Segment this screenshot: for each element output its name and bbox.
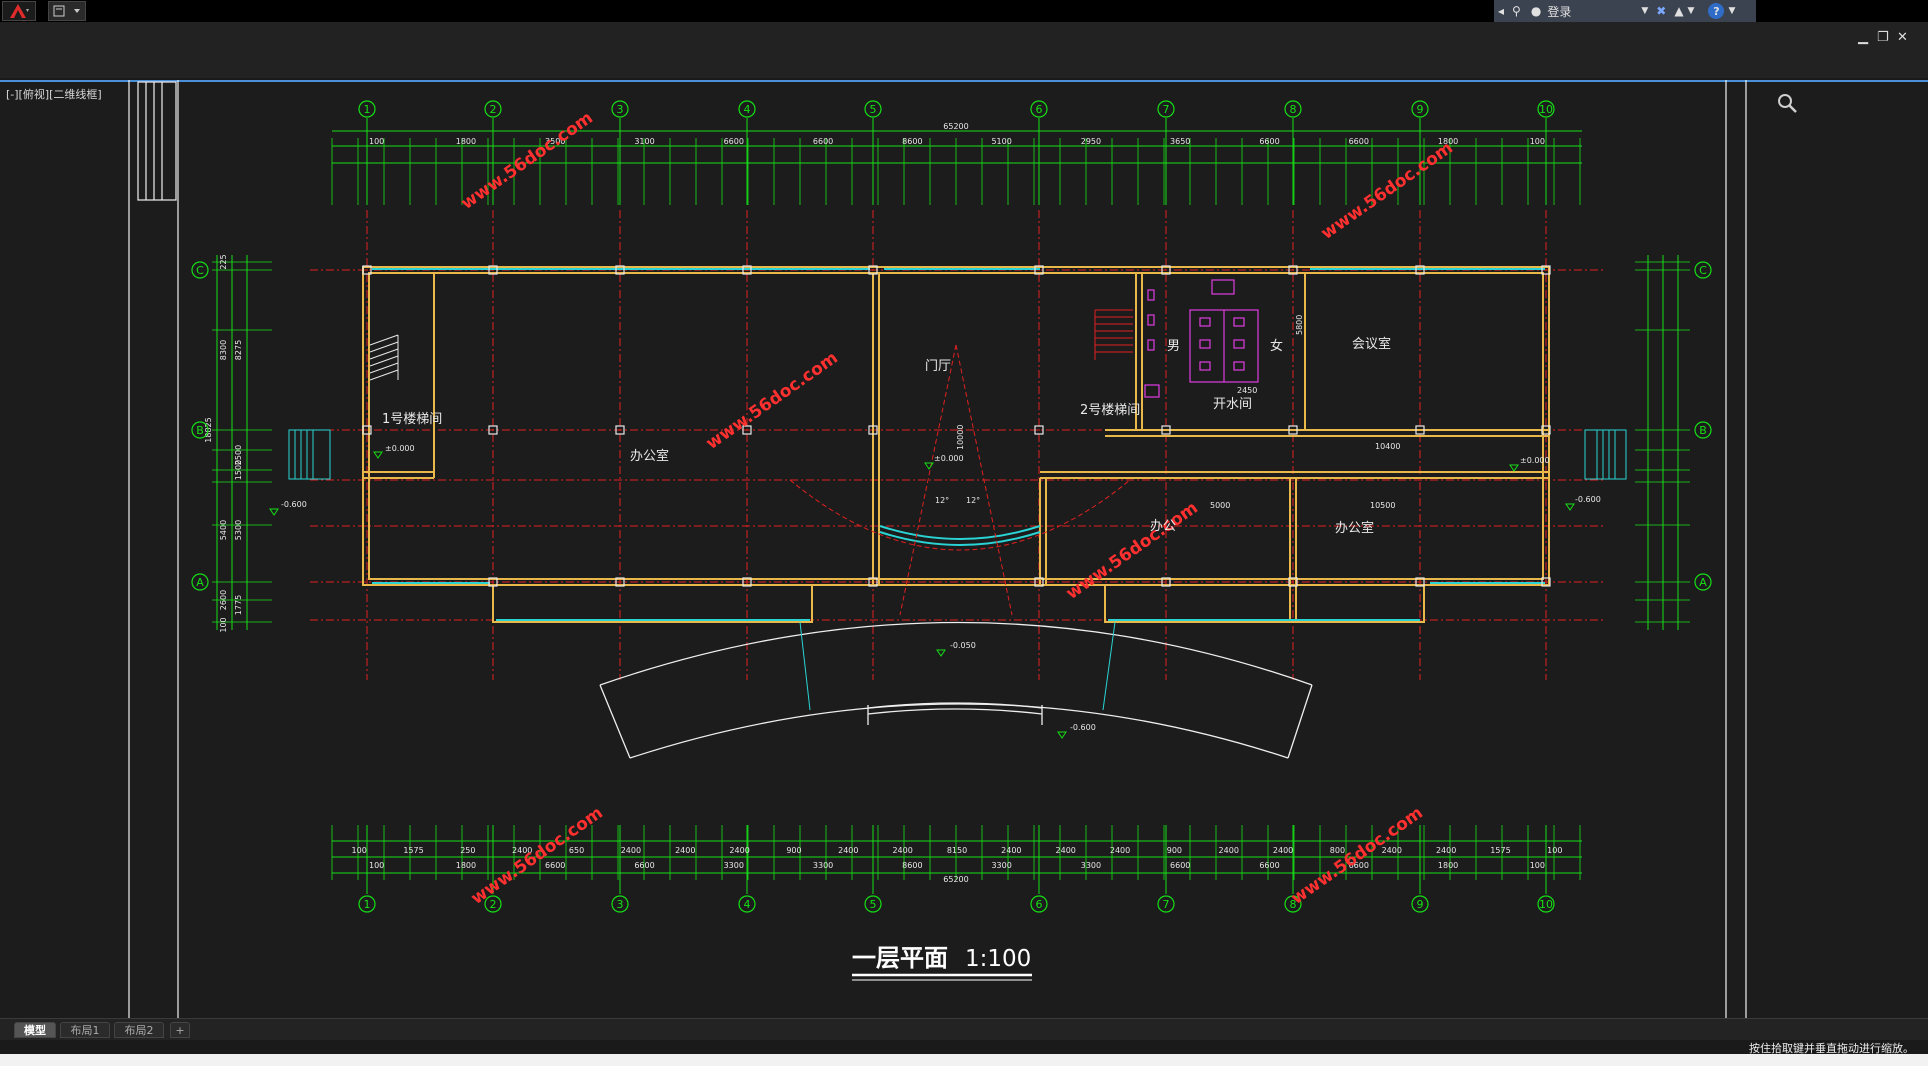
ribbon-area <box>0 22 1928 78</box>
exchange-icon[interactable]: ✖ <box>1656 4 1667 18</box>
bottom-edge <box>0 1054 1928 1066</box>
status-bar: 按住拾取键并垂直拖动进行缩放。 <box>0 1040 1928 1055</box>
chevron-down-icon[interactable]: ▼ <box>1687 6 1695 16</box>
chevron-down-icon[interactable]: ▼ <box>1728 6 1736 16</box>
login-label[interactable]: 登录 <box>1547 4 1572 19</box>
viewport-controls[interactable]: [-][俯视][二维线框] <box>6 88 102 101</box>
autodesk-a-icon[interactable]: ▲ <box>1674 4 1684 18</box>
user-icon[interactable]: ● <box>1530 4 1542 18</box>
quick-access-button[interactable] <box>48 1 86 21</box>
close-icon[interactable]: ✕ <box>1897 30 1908 45</box>
status-text: 按住拾取键并垂直拖动进行缩放。 <box>1749 1042 1914 1055</box>
tab-layout1[interactable]: 布局1 <box>60 1022 110 1038</box>
help-icon[interactable]: ? <box>1708 3 1725 19</box>
infocenter: ◂ ⚲ ● 登录 ▼ ✖ ▲ ▼ ? ▼ <box>1494 0 1756 22</box>
title-bar: ◂ ⚲ ● 登录 ▼ ✖ ▲ ▼ ? ▼ <box>0 0 1928 22</box>
autocad-logo-icon <box>10 4 29 18</box>
binoculars-icon[interactable]: ⚲ <box>1512 4 1521 18</box>
tab-layout2[interactable]: 布局2 <box>114 1022 164 1038</box>
layout-tabs-bar: 模型 布局1 布局2 + <box>0 1018 1928 1041</box>
zoom-icon[interactable] <box>1776 92 1798 114</box>
app-menu-button[interactable] <box>2 1 36 21</box>
tab-model[interactable]: 模型 <box>14 1022 56 1038</box>
restore-icon[interactable]: ❐ <box>1877 30 1889 45</box>
drawing-canvas[interactable] <box>0 80 1928 1020</box>
minimize-icon[interactable]: ▁ <box>1858 30 1868 45</box>
add-layout-button[interactable]: + <box>170 1022 190 1038</box>
arrow-left-icon[interactable]: ◂ <box>1498 4 1505 18</box>
quick-access-icon <box>53 5 80 17</box>
chevron-down-icon[interactable]: ▼ <box>1641 6 1649 16</box>
